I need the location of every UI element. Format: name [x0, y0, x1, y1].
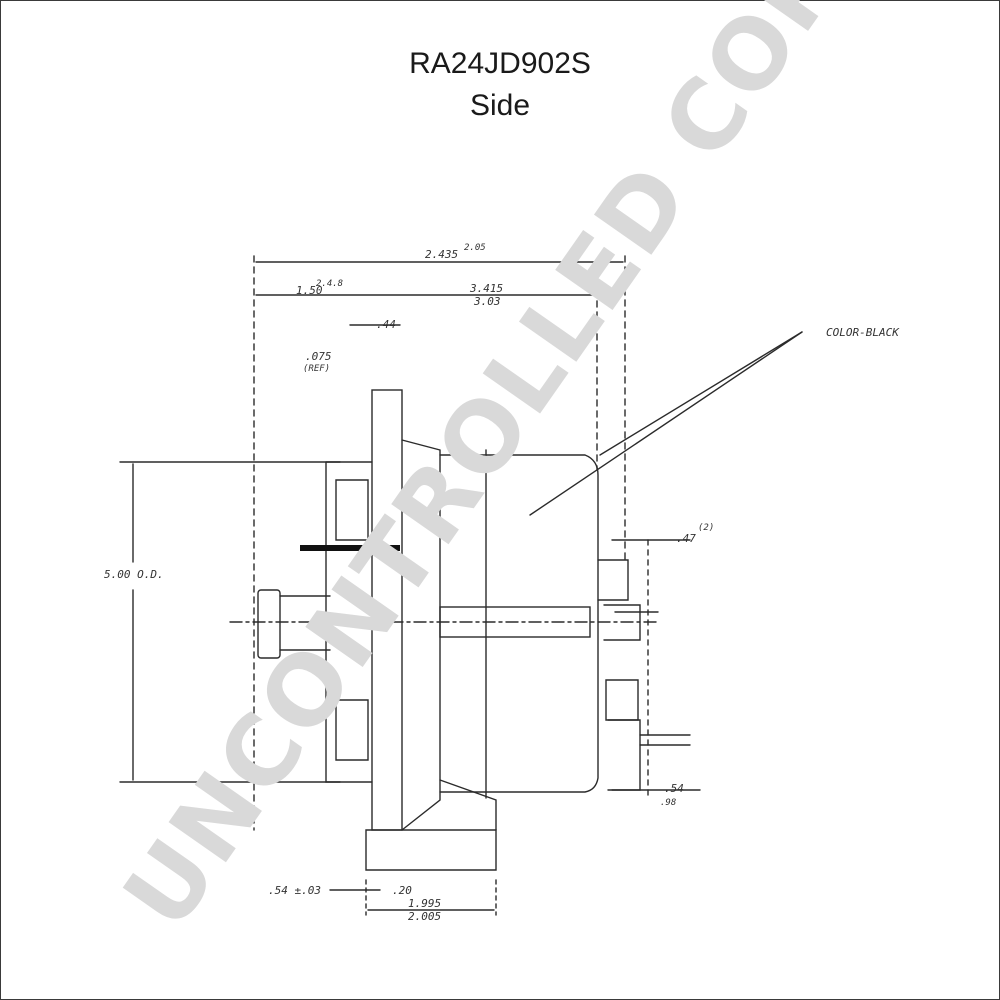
- overall-length-tolerance: 2.05: [464, 243, 486, 253]
- fan-blade-upper: [335, 479, 369, 541]
- terminal-bottom-secondary: .98: [660, 798, 676, 808]
- regulator-body: [607, 719, 641, 791]
- fan-outline: [325, 461, 373, 783]
- rear-terminal-block: [597, 559, 629, 601]
- part-number-title: RA24JD902S: [409, 47, 591, 80]
- fan-blade-lower: [335, 699, 369, 761]
- view-label: Side: [469, 89, 531, 122]
- pulley-ref-label: .075: [305, 350, 332, 363]
- mount-length-secondary: 2.005: [408, 910, 441, 923]
- mount-length-label: 1.995: [408, 897, 441, 910]
- uncontrolled-copy-watermark: UNCONTROLLED COPY: [102, 0, 904, 948]
- left-offset-tolerance: 2.4.8: [316, 279, 343, 289]
- terminal-bottom-label: .54: [664, 782, 684, 795]
- pulley-width-label: .44: [376, 318, 396, 331]
- mounting-foot: [365, 829, 497, 871]
- body-length-secondary: 3.03: [473, 295, 501, 308]
- outer-diameter-label: 5.00 O.D.: [104, 568, 164, 581]
- rear-stud-base: [603, 604, 641, 641]
- color-leader-2: [599, 331, 803, 456]
- mount-gap-label: .20: [392, 884, 412, 897]
- terminal-offset-label: .47: [676, 532, 696, 545]
- stator-housing: [439, 454, 599, 793]
- regulator-housing: [605, 679, 639, 721]
- mounting-gusset: [439, 779, 497, 831]
- overall-length-label: 2.435: [425, 248, 458, 261]
- terminal-note: (2): [698, 523, 714, 533]
- left-offset-label: 1.50: [296, 284, 323, 297]
- shaft-nut: [257, 589, 281, 659]
- through-bolt: [439, 606, 591, 638]
- body-length-label: 3.415: [469, 282, 503, 295]
- mount-offset-label: .54 ±.03: [268, 884, 321, 897]
- ref-note: (REF): [303, 364, 330, 374]
- color-leader-1: [529, 331, 803, 516]
- color-callout: COLOR-BLACK: [826, 326, 900, 339]
